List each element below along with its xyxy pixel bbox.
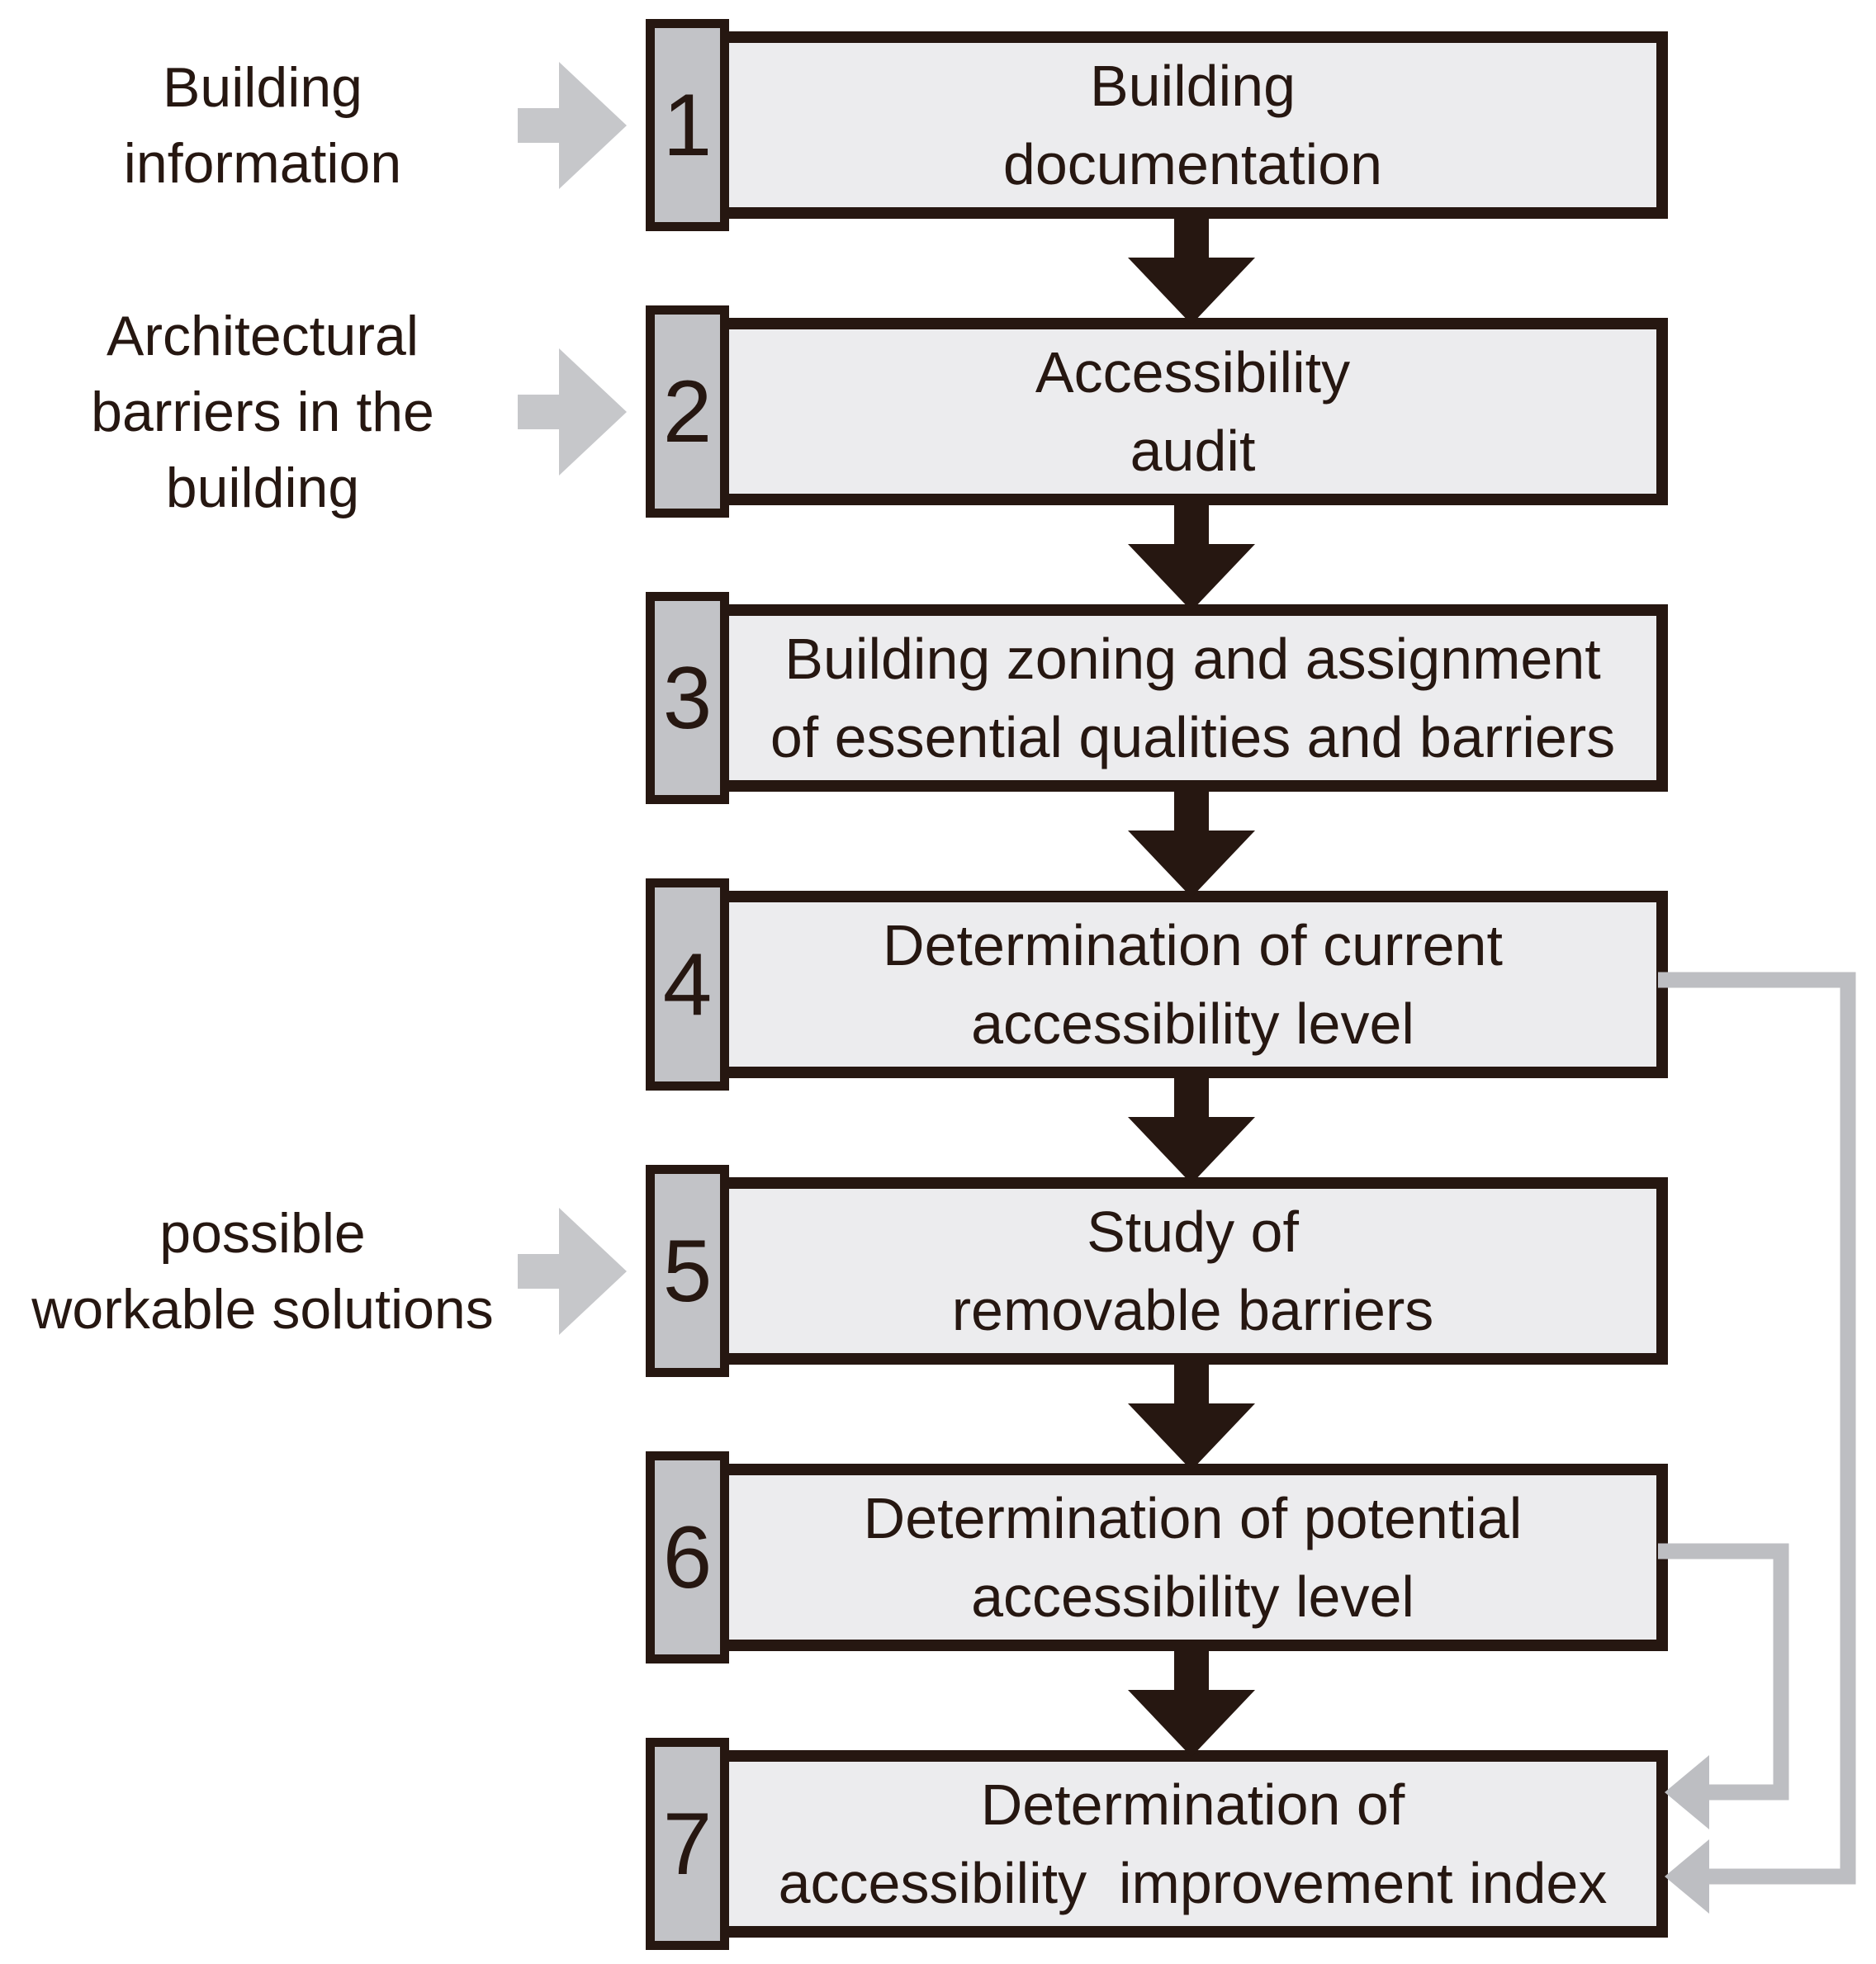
feedback-line-step4-to-step7 <box>1658 972 1856 1885</box>
step-title-line: removable barriers <box>951 1277 1434 1342</box>
step-5-number-tab: 5 <box>646 1165 729 1377</box>
step-3: 3 Building zoning and assignment of esse… <box>646 592 1668 804</box>
step-2-number-tab: 2 <box>646 305 729 518</box>
side-label-possible-solutions: possible workable solutions <box>8 1195 517 1347</box>
side-label-line: Building <box>163 56 362 119</box>
step-title-line: Building <box>1089 53 1296 118</box>
step-1-box: Building documentation <box>729 31 1668 219</box>
side-label-architectural-barriers: Architectural barriers in the building <box>8 298 517 526</box>
step-number: 4 <box>662 935 713 1034</box>
side-label-line: barriers in the <box>91 381 434 443</box>
step-title-line: accessibility level <box>971 991 1414 1056</box>
step-number: 6 <box>662 1507 713 1607</box>
input-arrow-icon <box>518 348 627 476</box>
input-arrow-icon <box>518 1208 627 1335</box>
step-2-box: Accessibility audit <box>729 318 1668 505</box>
step-4: 4 Determination of current accessibility… <box>646 878 1668 1091</box>
step-title-line: accessibility level <box>971 1564 1414 1629</box>
step-title-line: accessibility improvement index <box>778 1850 1608 1915</box>
step-number: 1 <box>662 75 713 174</box>
step-number: 2 <box>662 362 713 461</box>
step-4-box: Determination of current accessibility l… <box>729 891 1668 1078</box>
side-label-line: workable solutions <box>31 1278 494 1341</box>
step-4-number-tab: 4 <box>646 878 729 1091</box>
step-5: 5 Study of removable barriers <box>646 1165 1668 1377</box>
side-label-building-information: Building information <box>8 50 517 201</box>
step-title-line: Determination of potential <box>863 1485 1523 1550</box>
step-6-box: Determination of potential accessibility… <box>729 1464 1668 1651</box>
step-3-box: Building zoning and assignment of essent… <box>729 604 1668 792</box>
step-2: 2 Accessibility audit <box>646 305 1668 518</box>
step-7: 7 Determination of accessibility improve… <box>646 1738 1668 1950</box>
side-label-line: information <box>123 132 402 195</box>
step-title-line: of essential qualities and barriers <box>770 704 1616 769</box>
step-6-number-tab: 6 <box>646 1451 729 1663</box>
step-title-line: Determination of current <box>883 912 1503 977</box>
step-1-number-tab: 1 <box>646 19 729 231</box>
step-6: 6 Determination of potential accessibili… <box>646 1451 1668 1663</box>
feedback-arrowhead-icon <box>1665 1755 1709 1829</box>
down-arrow-icon <box>1128 1358 1255 1470</box>
feedback-line-step6-to-step7 <box>1658 1543 1789 1801</box>
side-label-line: Architectural <box>107 305 419 367</box>
step-1: 1 Building documentation <box>646 19 1668 231</box>
step-title-line: Determination of <box>980 1772 1405 1837</box>
step-number: 3 <box>662 648 713 747</box>
step-title-line: documentation <box>1002 131 1383 196</box>
step-5-box: Study of removable barriers <box>729 1177 1668 1365</box>
down-arrow-icon <box>1128 499 1255 611</box>
step-title-line: audit <box>1130 418 1256 483</box>
down-arrow-icon <box>1128 1645 1255 1757</box>
step-title-line: Building zoning and assignment <box>784 626 1601 691</box>
step-3-number-tab: 3 <box>646 592 729 804</box>
side-label-line: possible <box>159 1202 366 1265</box>
step-title-line: Study of <box>1087 1199 1299 1264</box>
down-arrow-icon <box>1128 785 1255 897</box>
side-label-line: building <box>165 457 360 519</box>
step-7-box: Determination of accessibility improveme… <box>729 1750 1668 1938</box>
down-arrow-icon <box>1128 212 1255 324</box>
step-title-line: Accessibility <box>1035 339 1351 405</box>
step-number: 7 <box>662 1794 713 1893</box>
feedback-arrowhead-icon <box>1665 1839 1709 1914</box>
down-arrow-icon <box>1128 1072 1255 1184</box>
input-arrow-icon <box>518 62 627 189</box>
step-number: 5 <box>662 1221 713 1320</box>
step-7-number-tab: 7 <box>646 1738 729 1950</box>
